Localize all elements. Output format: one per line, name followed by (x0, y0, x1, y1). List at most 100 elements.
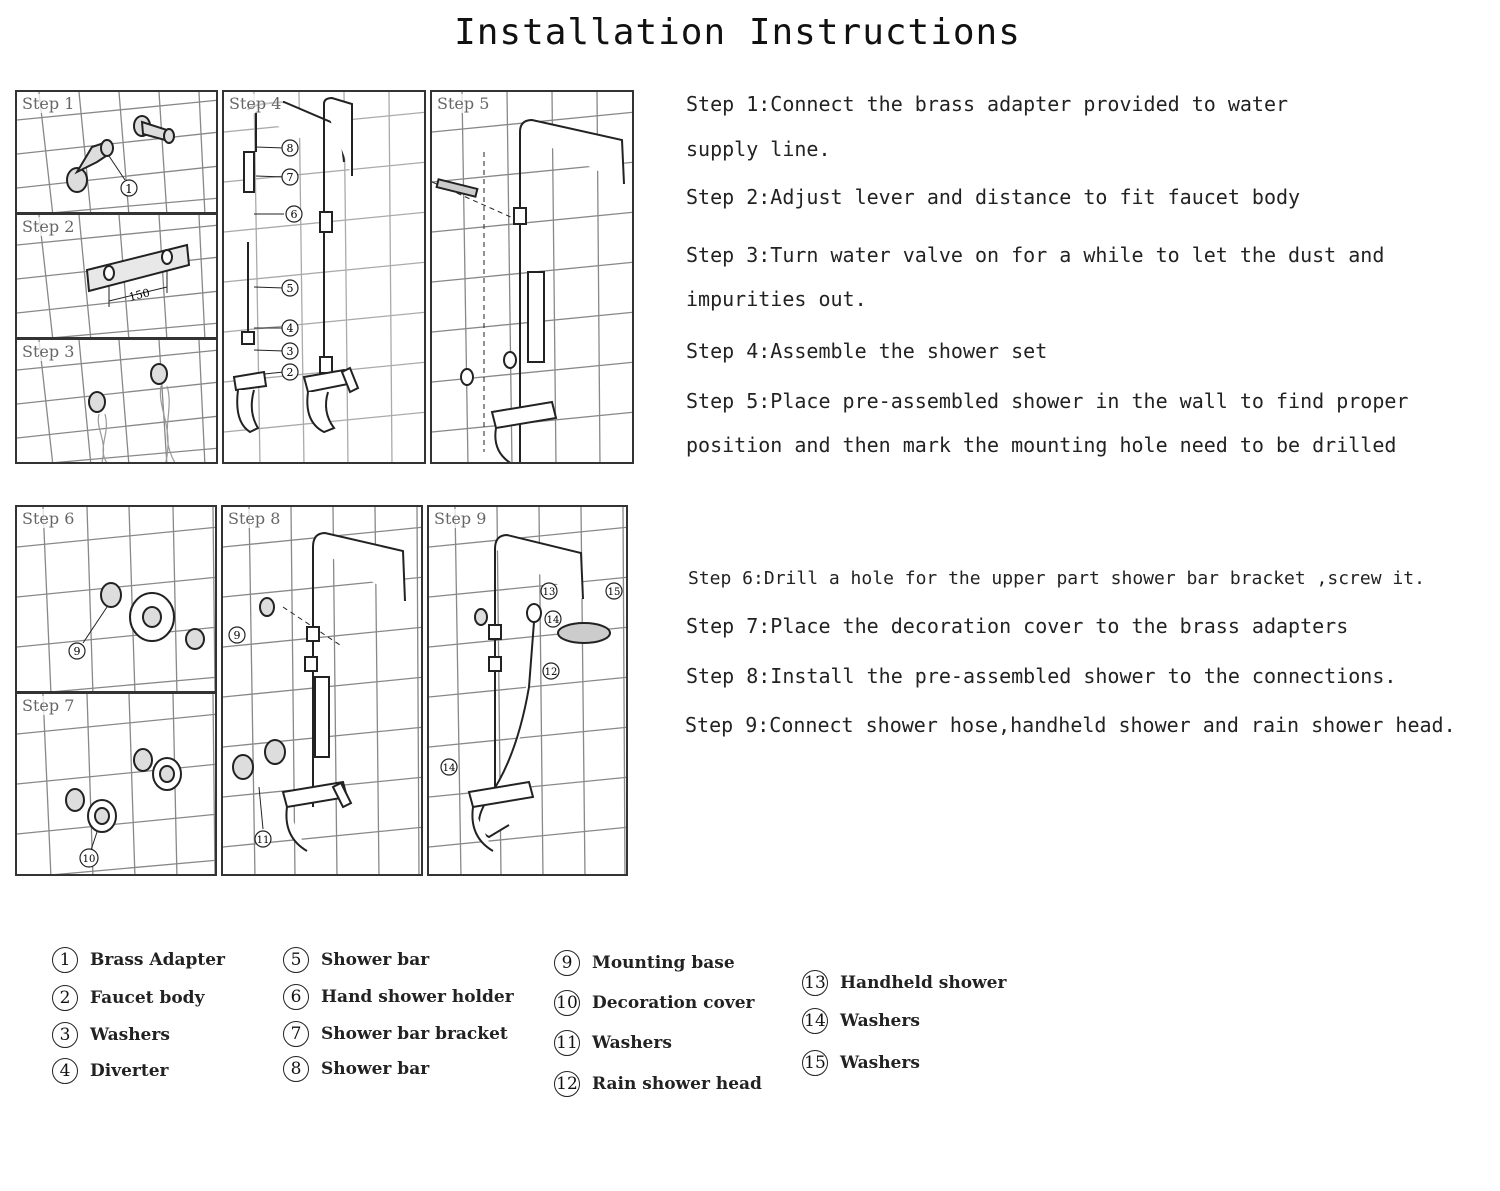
callout-4: 4 (287, 322, 294, 335)
panel-step-8: Step 8 11 9 (221, 505, 423, 876)
step-3-text: Step 3:Turn water valve on for a while t… (686, 243, 1385, 267)
panel-label: Step 5 (435, 94, 492, 113)
legend-number: 1 (52, 947, 78, 973)
dimension-150: 150 (128, 286, 152, 304)
panel-step-7: Step 7 10 (15, 692, 217, 876)
callout-5: 5 (287, 282, 294, 295)
panel-label: Step 4 (227, 94, 284, 113)
step-4-illustration: 8 7 6 5 4 3 2 (224, 92, 424, 462)
step-1-text-cont: supply line. (686, 137, 831, 161)
step-7-text: Step 7:Place the decoration cover to the… (686, 614, 1349, 638)
legend-number: 13 (802, 970, 828, 996)
step-6-text: Step 6:Drill a hole for the upper part s… (688, 568, 1425, 589)
legend-label: Shower bar (321, 1059, 430, 1079)
legend-label: Shower bar (321, 950, 430, 970)
step-1-text: Step 1:Connect the brass adapter provide… (686, 92, 1289, 116)
panel-label: Step 1 (20, 94, 77, 113)
callout-15: 15 (608, 587, 621, 598)
legend-label: Washers (840, 1053, 920, 1073)
step-9-illustration: 13 14 15 12 14 (429, 507, 626, 874)
step-2-illustration: 150 (17, 215, 216, 337)
legend-label: Decoration cover (592, 993, 755, 1013)
step-5-text: Step 5:Place pre-assembled shower in the… (686, 389, 1409, 413)
legend-label: Shower bar bracket (321, 1024, 508, 1044)
legend-item: 9 Mounting base (554, 950, 735, 976)
panel-step-4: Step 4 (222, 90, 426, 464)
callout-2: 2 (287, 366, 294, 379)
legend-number: 10 (554, 990, 580, 1016)
legend-item: 12 Rain shower head (554, 1071, 762, 1097)
callout-8: 8 (287, 142, 294, 155)
callout-14: 14 (547, 615, 560, 626)
panel-label: Step 3 (20, 342, 77, 361)
panel-step-3: Step 3 (15, 338, 218, 464)
legend-number: 3 (52, 1022, 78, 1048)
panel-label: Step 9 (432, 509, 489, 528)
panel-step-1: Step 1 1 (15, 90, 218, 214)
panel-label: Step 2 (20, 217, 77, 236)
legend-number: 8 (283, 1056, 309, 1082)
legend-label: Rain shower head (592, 1074, 762, 1094)
step-3-text-cont: impurities out. (686, 287, 867, 311)
legend-item: 5 Shower bar (283, 947, 429, 973)
panel-label: Step 8 (226, 509, 283, 528)
step-8-text: Step 8:Install the pre-assembled shower … (686, 664, 1397, 688)
legend-item: 6 Hand shower holder (283, 984, 514, 1010)
panel-step-5: Step 5 (430, 90, 634, 464)
legend-item: 3 Washers (52, 1022, 170, 1048)
step-2-text: Step 2:Adjust lever and distance to fit … (686, 185, 1301, 209)
callout-9: 9 (234, 629, 241, 642)
step-4-text: Step 4:Assemble the shower set (686, 339, 1048, 363)
callout-6: 6 (291, 208, 298, 221)
legend-label: Hand shower holder (321, 987, 514, 1007)
legend-item: 8 Shower bar (283, 1056, 429, 1082)
legend-label: Washers (90, 1025, 170, 1045)
legend-label: Diverter (90, 1061, 169, 1081)
legend-label: Faucet body (90, 988, 205, 1008)
callout-13: 13 (543, 587, 556, 598)
legend-item: 10 Decoration cover (554, 990, 755, 1016)
legend-number: 6 (283, 984, 309, 1010)
legend-number: 7 (283, 1021, 309, 1047)
legend-label: Mounting base (592, 953, 735, 973)
step-7-illustration: 10 (17, 694, 215, 874)
step-3-illustration (17, 340, 216, 462)
legend-label: Washers (592, 1033, 672, 1053)
legend-item: 13 Handheld shower (802, 970, 1006, 996)
callout-3: 3 (287, 345, 294, 358)
legend-item: 15 Washers (802, 1050, 920, 1076)
legend-number: 5 (283, 947, 309, 973)
legend-number: 11 (554, 1030, 580, 1056)
step-5-illustration (432, 92, 632, 462)
step-8-illustration: 11 9 (223, 507, 421, 874)
legend-label: Handheld shower (840, 973, 1007, 993)
callout-14: 14 (443, 763, 456, 774)
callout-11: 11 (257, 835, 270, 846)
legend-label: Washers (840, 1011, 920, 1031)
legend-number: 15 (802, 1050, 828, 1076)
legend-item: 14 Washers (802, 1008, 920, 1034)
legend-number: 12 (554, 1071, 580, 1097)
callout-9: 9 (74, 645, 81, 658)
legend-item: 7 Shower bar bracket (283, 1021, 508, 1047)
panel-step-9: Step 9 13 14 15 12 (427, 505, 628, 876)
callout-1: 1 (125, 182, 133, 196)
legend-number: 4 (52, 1058, 78, 1084)
callout-10: 10 (83, 854, 96, 865)
step-5-text-cont: position and then mark the mounting hole… (686, 433, 1397, 457)
legend-number: 2 (52, 985, 78, 1011)
step-9-text: Step 9:Connect shower hose,handheld show… (685, 713, 1456, 737)
legend-item: 4 Diverter (52, 1058, 168, 1084)
legend-item: 2 Faucet body (52, 985, 204, 1011)
step-6-illustration: 9 (17, 507, 215, 691)
legend-item: 1 Brass Adapter (52, 947, 225, 973)
legend-number: 14 (802, 1008, 828, 1034)
panel-label: Step 7 (20, 696, 77, 715)
legend-number: 9 (554, 950, 580, 976)
callout-7: 7 (287, 171, 294, 184)
callout-12: 12 (545, 667, 558, 678)
panel-step-6: Step 6 9 (15, 505, 217, 693)
panel-step-2: Step 2 150 (15, 213, 218, 339)
legend-label: Brass Adapter (90, 950, 226, 970)
step-1-illustration: 1 (17, 92, 216, 212)
